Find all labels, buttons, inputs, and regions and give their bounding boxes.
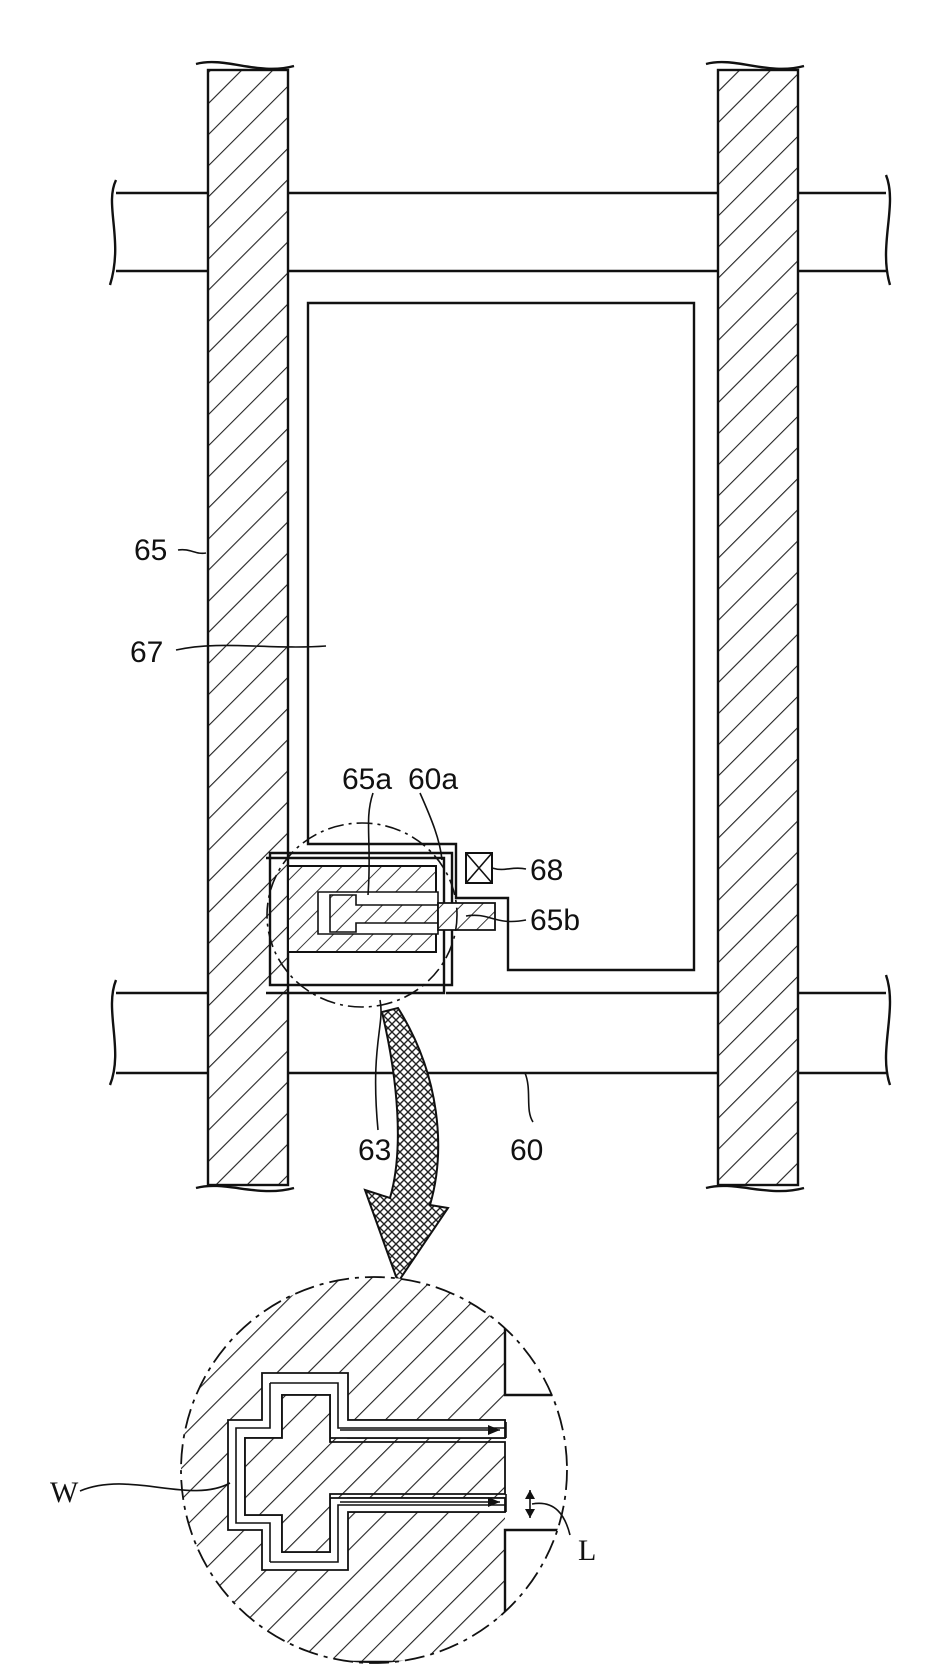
data-line-left <box>196 62 294 1191</box>
label-channel-width: W <box>50 1476 79 1509</box>
label-source-electrode: 65a <box>342 763 392 796</box>
enlarged-detail <box>120 1250 700 1680</box>
label-pixel-electrode: 67 <box>130 636 163 669</box>
label-channel-length: L <box>578 1534 596 1567</box>
label-contact-hole: 68 <box>530 854 563 887</box>
label-semiconductor-layer: 63 <box>358 1134 391 1167</box>
label-gate-line: 60 <box>510 1134 543 1167</box>
data-line-right <box>706 62 804 1191</box>
label-gate-electrode: 60a <box>408 763 458 796</box>
label-drain-electrode: 65b <box>530 904 580 937</box>
label-data-line: 65 <box>134 534 167 567</box>
thin-film-transistor <box>266 853 495 993</box>
